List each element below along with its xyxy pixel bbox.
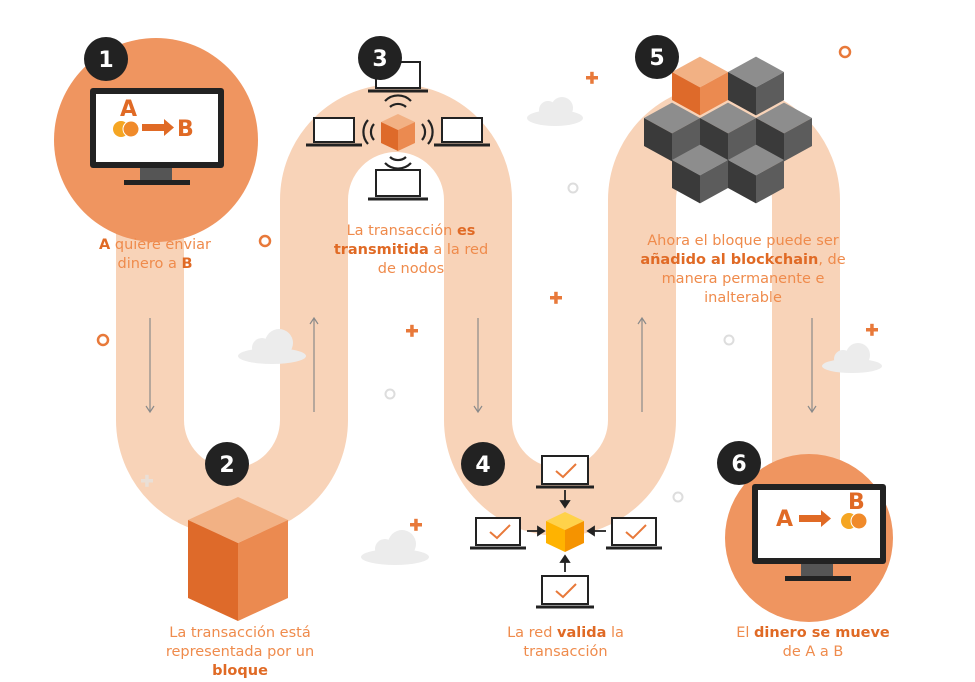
down-arrow-3 xyxy=(473,318,483,414)
cube-face xyxy=(756,72,784,116)
arrow-right-icon xyxy=(142,119,174,136)
cube-face xyxy=(728,118,756,162)
laptop-icon xyxy=(434,117,490,147)
step6-caption-text-a: El xyxy=(736,625,755,641)
down-arrow-5 xyxy=(807,318,817,414)
monitor1-to-label: B xyxy=(177,117,194,142)
step1-caption-bold-b: B xyxy=(181,256,193,272)
cube-face xyxy=(728,56,784,88)
monitor1-from-label: A xyxy=(120,97,137,122)
cube-face xyxy=(644,118,672,162)
cube-face xyxy=(672,118,700,162)
cube-face xyxy=(672,160,700,204)
step4-caption-text-b: la transacción xyxy=(523,625,624,660)
step5-caption-text-b: , de manera permanente e inalterable xyxy=(661,252,846,306)
cube-face xyxy=(672,72,700,116)
step1-caption-bold-a: A xyxy=(99,237,111,253)
step6-caption: El dinero se mueve de A a B xyxy=(733,624,893,662)
step5-caption: Ahora el bloque puede ser añadido al blo… xyxy=(630,232,856,308)
plus-icon xyxy=(410,518,422,531)
cube-face xyxy=(784,118,812,162)
up-arrow-2 xyxy=(309,316,319,412)
laptop-check-icon xyxy=(470,517,526,550)
step2-badge xyxy=(205,442,249,486)
orange-block-cube-icon xyxy=(381,114,415,151)
plus-icon xyxy=(866,323,878,336)
cube-face xyxy=(700,72,728,116)
cube-face xyxy=(728,72,756,116)
plus-icon xyxy=(550,291,562,304)
plus-icon xyxy=(586,71,598,84)
cloud-icon xyxy=(527,97,583,126)
blockchain-cubes-icon xyxy=(644,56,812,204)
ring-icon xyxy=(723,334,735,346)
step1-caption: A quiere enviar dinero a B xyxy=(90,236,220,274)
step2-caption: La transacción está representada por un … xyxy=(150,624,330,681)
laptop-check-icon xyxy=(536,575,594,609)
step1-badge xyxy=(84,37,128,81)
cloud-icon xyxy=(361,530,429,565)
ring-icon xyxy=(384,388,396,400)
step4-number: 4 xyxy=(475,453,490,478)
ring-icon xyxy=(96,333,110,347)
step6-caption-text-b: de A a B xyxy=(782,644,844,660)
ring-icon xyxy=(258,234,272,248)
ring-icon xyxy=(672,491,684,503)
cube-face xyxy=(672,56,728,88)
up-arrow-4 xyxy=(637,316,647,412)
step1-caption-text: quiere enviar dinero a xyxy=(110,237,211,272)
step2-caption-bold: bloque xyxy=(212,663,268,679)
step5-caption-bold: añadido al blockchain xyxy=(640,252,819,268)
laptop-icon xyxy=(368,169,428,201)
cube-face xyxy=(700,118,728,162)
step3-caption-bold: es transmitida xyxy=(333,223,476,258)
step3-caption-text-a: La transacción xyxy=(346,223,457,239)
step3-number: 3 xyxy=(372,47,387,72)
step4-caption-text-a: La red xyxy=(507,625,558,641)
laptop-check-icon xyxy=(606,517,662,550)
cube-face xyxy=(756,160,784,204)
step4-badge xyxy=(461,442,505,486)
step3-badge xyxy=(358,36,402,80)
coins-icon xyxy=(113,120,140,138)
step3-caption: La transacción es transmitida a la red d… xyxy=(326,222,496,279)
monitor6-from-label: A xyxy=(776,507,793,532)
step2-number: 2 xyxy=(219,453,234,478)
step1-number: 1 xyxy=(98,48,113,73)
orange-block-cube-icon xyxy=(188,497,288,621)
ring-icon xyxy=(567,182,579,194)
step5-number: 5 xyxy=(649,46,664,71)
cloud-icon xyxy=(238,329,306,364)
step3-caption-text-b: a la red de nodos xyxy=(377,242,489,277)
cube-face xyxy=(728,160,756,204)
plus-icon xyxy=(406,324,418,337)
step5-caption-text-a: Ahora el bloque puede ser xyxy=(647,233,839,249)
step6-badge xyxy=(717,441,761,485)
step2-caption-text: La transacción está representada por un xyxy=(165,625,315,660)
step4-caption: La red valida la transacción xyxy=(498,624,633,662)
yellow-block-cube-icon xyxy=(546,512,584,552)
arrow-icon xyxy=(527,490,606,572)
step6-caption-bold: dinero se mueve xyxy=(754,625,890,641)
cloud-icon xyxy=(822,343,882,373)
step4-caption-bold: valida xyxy=(557,625,607,641)
wireless-signal-icon xyxy=(362,94,434,170)
step5-badge xyxy=(635,35,679,79)
laptop-check-icon xyxy=(536,455,594,489)
cube-face xyxy=(756,118,784,162)
arrow-right-icon xyxy=(799,510,831,527)
down-arrow-1 xyxy=(145,318,155,414)
cube-face xyxy=(700,160,728,204)
ring-icon xyxy=(838,45,852,59)
laptop-icon xyxy=(306,117,362,147)
coins-icon xyxy=(841,512,868,530)
step6-number: 6 xyxy=(731,452,746,477)
monitor6-to-label: B xyxy=(848,490,865,515)
plus-icon xyxy=(141,474,153,487)
